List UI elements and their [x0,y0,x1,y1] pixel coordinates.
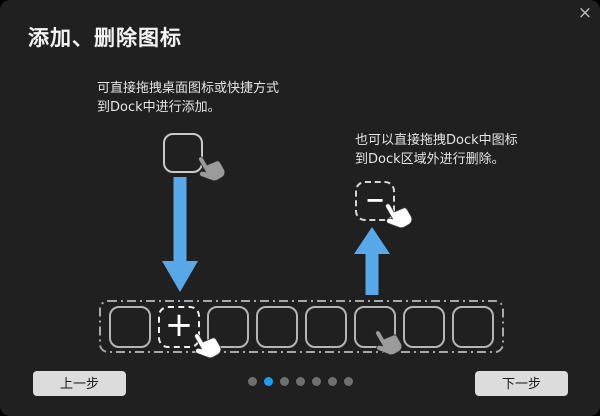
dock-slot [354,306,396,348]
up-arrow-icon [354,227,390,295]
drag-source-icon-slot [163,133,203,173]
page-title: 添加、删除图标 [28,26,182,50]
add-instruction-line2: 到Dock中进行添加。 [97,100,221,115]
hand-cursor-icon [385,203,413,229]
pagination-dot[interactable] [247,377,257,386]
down-arrow-icon [162,177,198,292]
dock-slot [305,306,347,348]
pagination-dot[interactable] [327,377,337,386]
dock-slot-plus: + [158,306,200,348]
remove-instruction-text: 也可以直接拖拽Dock中图标 到Dock区域外进行删除。 [355,131,518,169]
pagination-dot[interactable] [279,377,289,386]
pagination-dot-active[interactable] [263,377,273,386]
previous-step-button[interactable]: 上一步 [33,371,126,396]
dock-slot [452,306,494,348]
add-instruction-text: 可直接拖拽桌面图标或快捷方式 到Dock中进行添加。 [97,79,279,117]
remove-icon-slot: − [355,181,395,221]
minus-icon: − [364,185,386,214]
hand-cursor-icon [375,330,403,356]
pagination-dot[interactable] [311,377,321,386]
pagination-dot[interactable] [343,377,353,386]
pagination-dot[interactable] [295,377,305,386]
remove-instruction-line1: 也可以直接拖拽Dock中图标 [355,133,518,148]
pagination-dots [0,377,600,386]
remove-instruction-line2: 到Dock区域外进行删除。 [355,152,505,167]
next-step-button[interactable]: 下一步 [475,371,568,396]
dock: + [109,306,494,348]
dock-slot [207,306,249,348]
hand-cursor-icon [194,333,222,359]
add-instruction-line1: 可直接拖拽桌面图标或快捷方式 [97,81,280,96]
dock-slot [403,306,445,348]
dock-outline [99,300,504,353]
close-icon[interactable]: × [577,3,593,23]
dock-slot [109,306,151,348]
dock-slot [256,306,298,348]
plus-icon: + [164,305,194,345]
hand-cursor-icon [198,156,226,182]
